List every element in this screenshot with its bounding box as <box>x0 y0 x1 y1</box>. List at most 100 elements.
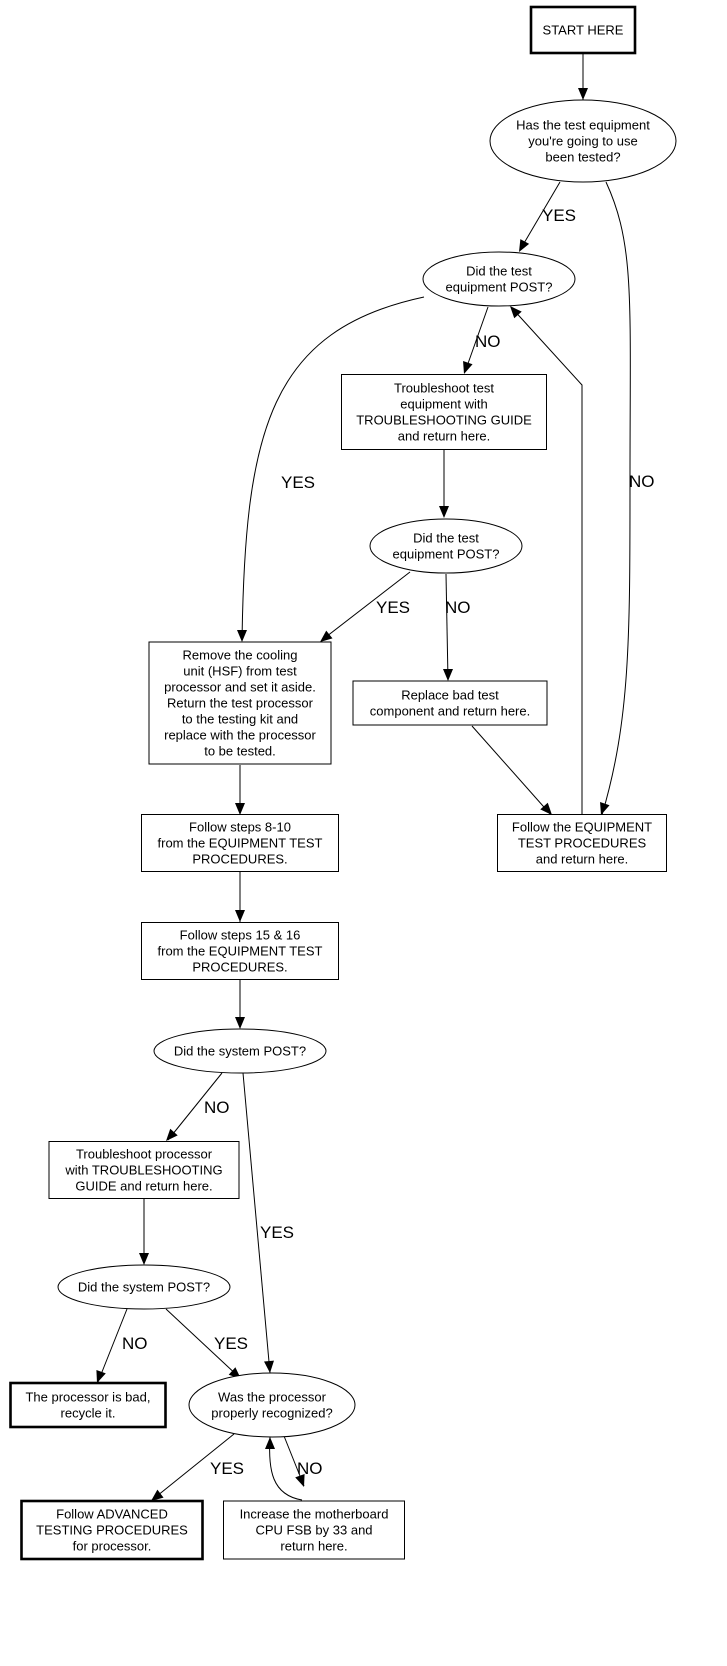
node-text-line: return here. <box>280 1539 347 1554</box>
node-text-line: GUIDE and return here. <box>75 1179 212 1194</box>
edge-line <box>471 725 552 816</box>
edge-q_tested-to-q_post1 <box>519 181 561 252</box>
node-text-line: Follow steps 8-10 <box>189 820 291 835</box>
node-text-line: Follow steps 15 & 16 <box>180 928 301 943</box>
edge-troubleshoot_equip-to-q_post2 <box>439 450 449 518</box>
node-text-line: and return here. <box>398 429 491 444</box>
node-text-line: and return here. <box>536 852 629 867</box>
edge-label-yes: YES <box>376 598 410 617</box>
node-proc-bad: The processor is bad,recycle it. <box>9 1381 167 1429</box>
node-text-line: Was the processor <box>218 1390 327 1405</box>
node-text-line: to be tested. <box>204 744 276 759</box>
node-text-line: Has the test equipment <box>516 118 650 133</box>
edge-increase_fsb-to-q_recognized <box>265 1436 303 1501</box>
node-text-line: unit (HSF) from test <box>183 664 297 679</box>
edge-line <box>321 571 411 641</box>
edge-label-yes: YES <box>281 473 315 492</box>
node-text-line: Did the system POST? <box>174 1044 306 1059</box>
edge-line <box>464 306 489 373</box>
edge-remove_hsf-to-steps_8_10 <box>235 765 245 815</box>
edge-line <box>97 1308 128 1383</box>
edge-line <box>519 181 561 251</box>
node-text-line: from the EQUIPMENT TEST <box>158 836 323 851</box>
edge-q_sys_post1-to-q_recognized <box>242 1072 274 1374</box>
node-q-sys-post2: Did the system POST? <box>57 1264 231 1310</box>
decision-ellipse <box>57 1264 231 1310</box>
process-box <box>223 1500 405 1560</box>
edge-steps_15_16-to-q_sys_post1 <box>235 980 245 1029</box>
node-text-line: PROCEDURES. <box>192 960 287 975</box>
process-box <box>352 680 548 726</box>
edge-steps_8_10-to-steps_15_16 <box>235 872 245 922</box>
node-text-line: for processor. <box>73 1539 152 1554</box>
edge-start-to-q_tested <box>578 53 588 100</box>
edge-label-no: NO <box>204 1098 230 1117</box>
node-text-line: you're going to use <box>528 134 637 149</box>
edge-line <box>445 573 449 681</box>
arrowhead-icon <box>540 802 552 815</box>
edge-line <box>242 1072 271 1374</box>
edge-q_sys_post1-to-troubleshoot_proc <box>166 1072 223 1141</box>
edge-troubleshoot_proc-to-q_sys_post2 <box>139 1199 149 1265</box>
decision-ellipse <box>188 1372 356 1438</box>
node-text-line: Replace bad test <box>401 688 499 703</box>
node-q-sys-post1: Did the system POST? <box>153 1028 327 1074</box>
node-text-line: from the EQUIPMENT TEST <box>158 944 323 959</box>
edge-q_sys_post2-to-proc_bad <box>96 1308 128 1383</box>
node-text-line: Return the test processor <box>167 696 314 711</box>
edge-line <box>241 296 425 642</box>
arrowhead-icon <box>235 803 245 815</box>
node-text-line: equipment POST? <box>446 280 553 295</box>
edges-layer <box>96 53 631 1501</box>
node-text-line: TEST PROCEDURES <box>518 836 647 851</box>
arrowhead-icon <box>519 239 530 252</box>
arrowhead-icon <box>439 506 449 518</box>
edge-label-no: NO <box>445 598 471 617</box>
arrowhead-icon <box>139 1253 149 1265</box>
edge-line <box>510 306 583 814</box>
node-text-line: Troubleshoot test <box>394 381 494 396</box>
arrowhead-icon <box>320 630 333 642</box>
edge-replace_bad-to-follow_etp <box>471 725 552 816</box>
edge-q_post2-to-remove_hsf <box>320 571 411 642</box>
node-text-line: Follow the EQUIPMENT <box>512 820 652 835</box>
process-box <box>148 641 332 765</box>
arrowhead-icon <box>166 1128 178 1141</box>
node-text-line: equipment with <box>400 397 487 412</box>
node-text-line: been tested? <box>545 150 620 165</box>
edge-follow_etp-to-q_post1 <box>510 306 583 814</box>
decision-ellipse <box>489 99 677 183</box>
arrowhead-icon <box>600 802 610 815</box>
arrowhead-icon <box>264 1360 274 1373</box>
edge-label-yes: YES <box>260 1223 294 1242</box>
arrowhead-icon <box>96 1370 106 1383</box>
edge-q_recognized-to-advanced <box>151 1433 235 1501</box>
node-text-line: Follow ADVANCED <box>56 1507 168 1522</box>
edge-label-yes: YES <box>210 1459 244 1478</box>
edge-q_recognized-to-increase_fsb <box>283 1435 305 1487</box>
node-text-line: TESTING PROCEDURES <box>36 1523 188 1538</box>
node-text-line: Increase the motherboard <box>240 1507 389 1522</box>
node-text-line: Did the test <box>466 264 532 279</box>
edge-line <box>165 1308 241 1379</box>
node-text-line: component and return here. <box>370 704 530 719</box>
arrowhead-icon <box>578 88 588 100</box>
node-text-line: Did the test <box>413 531 479 546</box>
arrowhead-icon <box>463 361 473 374</box>
edge-label-no: NO <box>629 472 655 491</box>
edge-line <box>167 1072 223 1141</box>
edge-q_post1-to-troubleshoot_equip <box>463 306 489 374</box>
node-text-line: Did the system POST? <box>78 1280 210 1295</box>
arrowhead-icon <box>237 630 247 642</box>
